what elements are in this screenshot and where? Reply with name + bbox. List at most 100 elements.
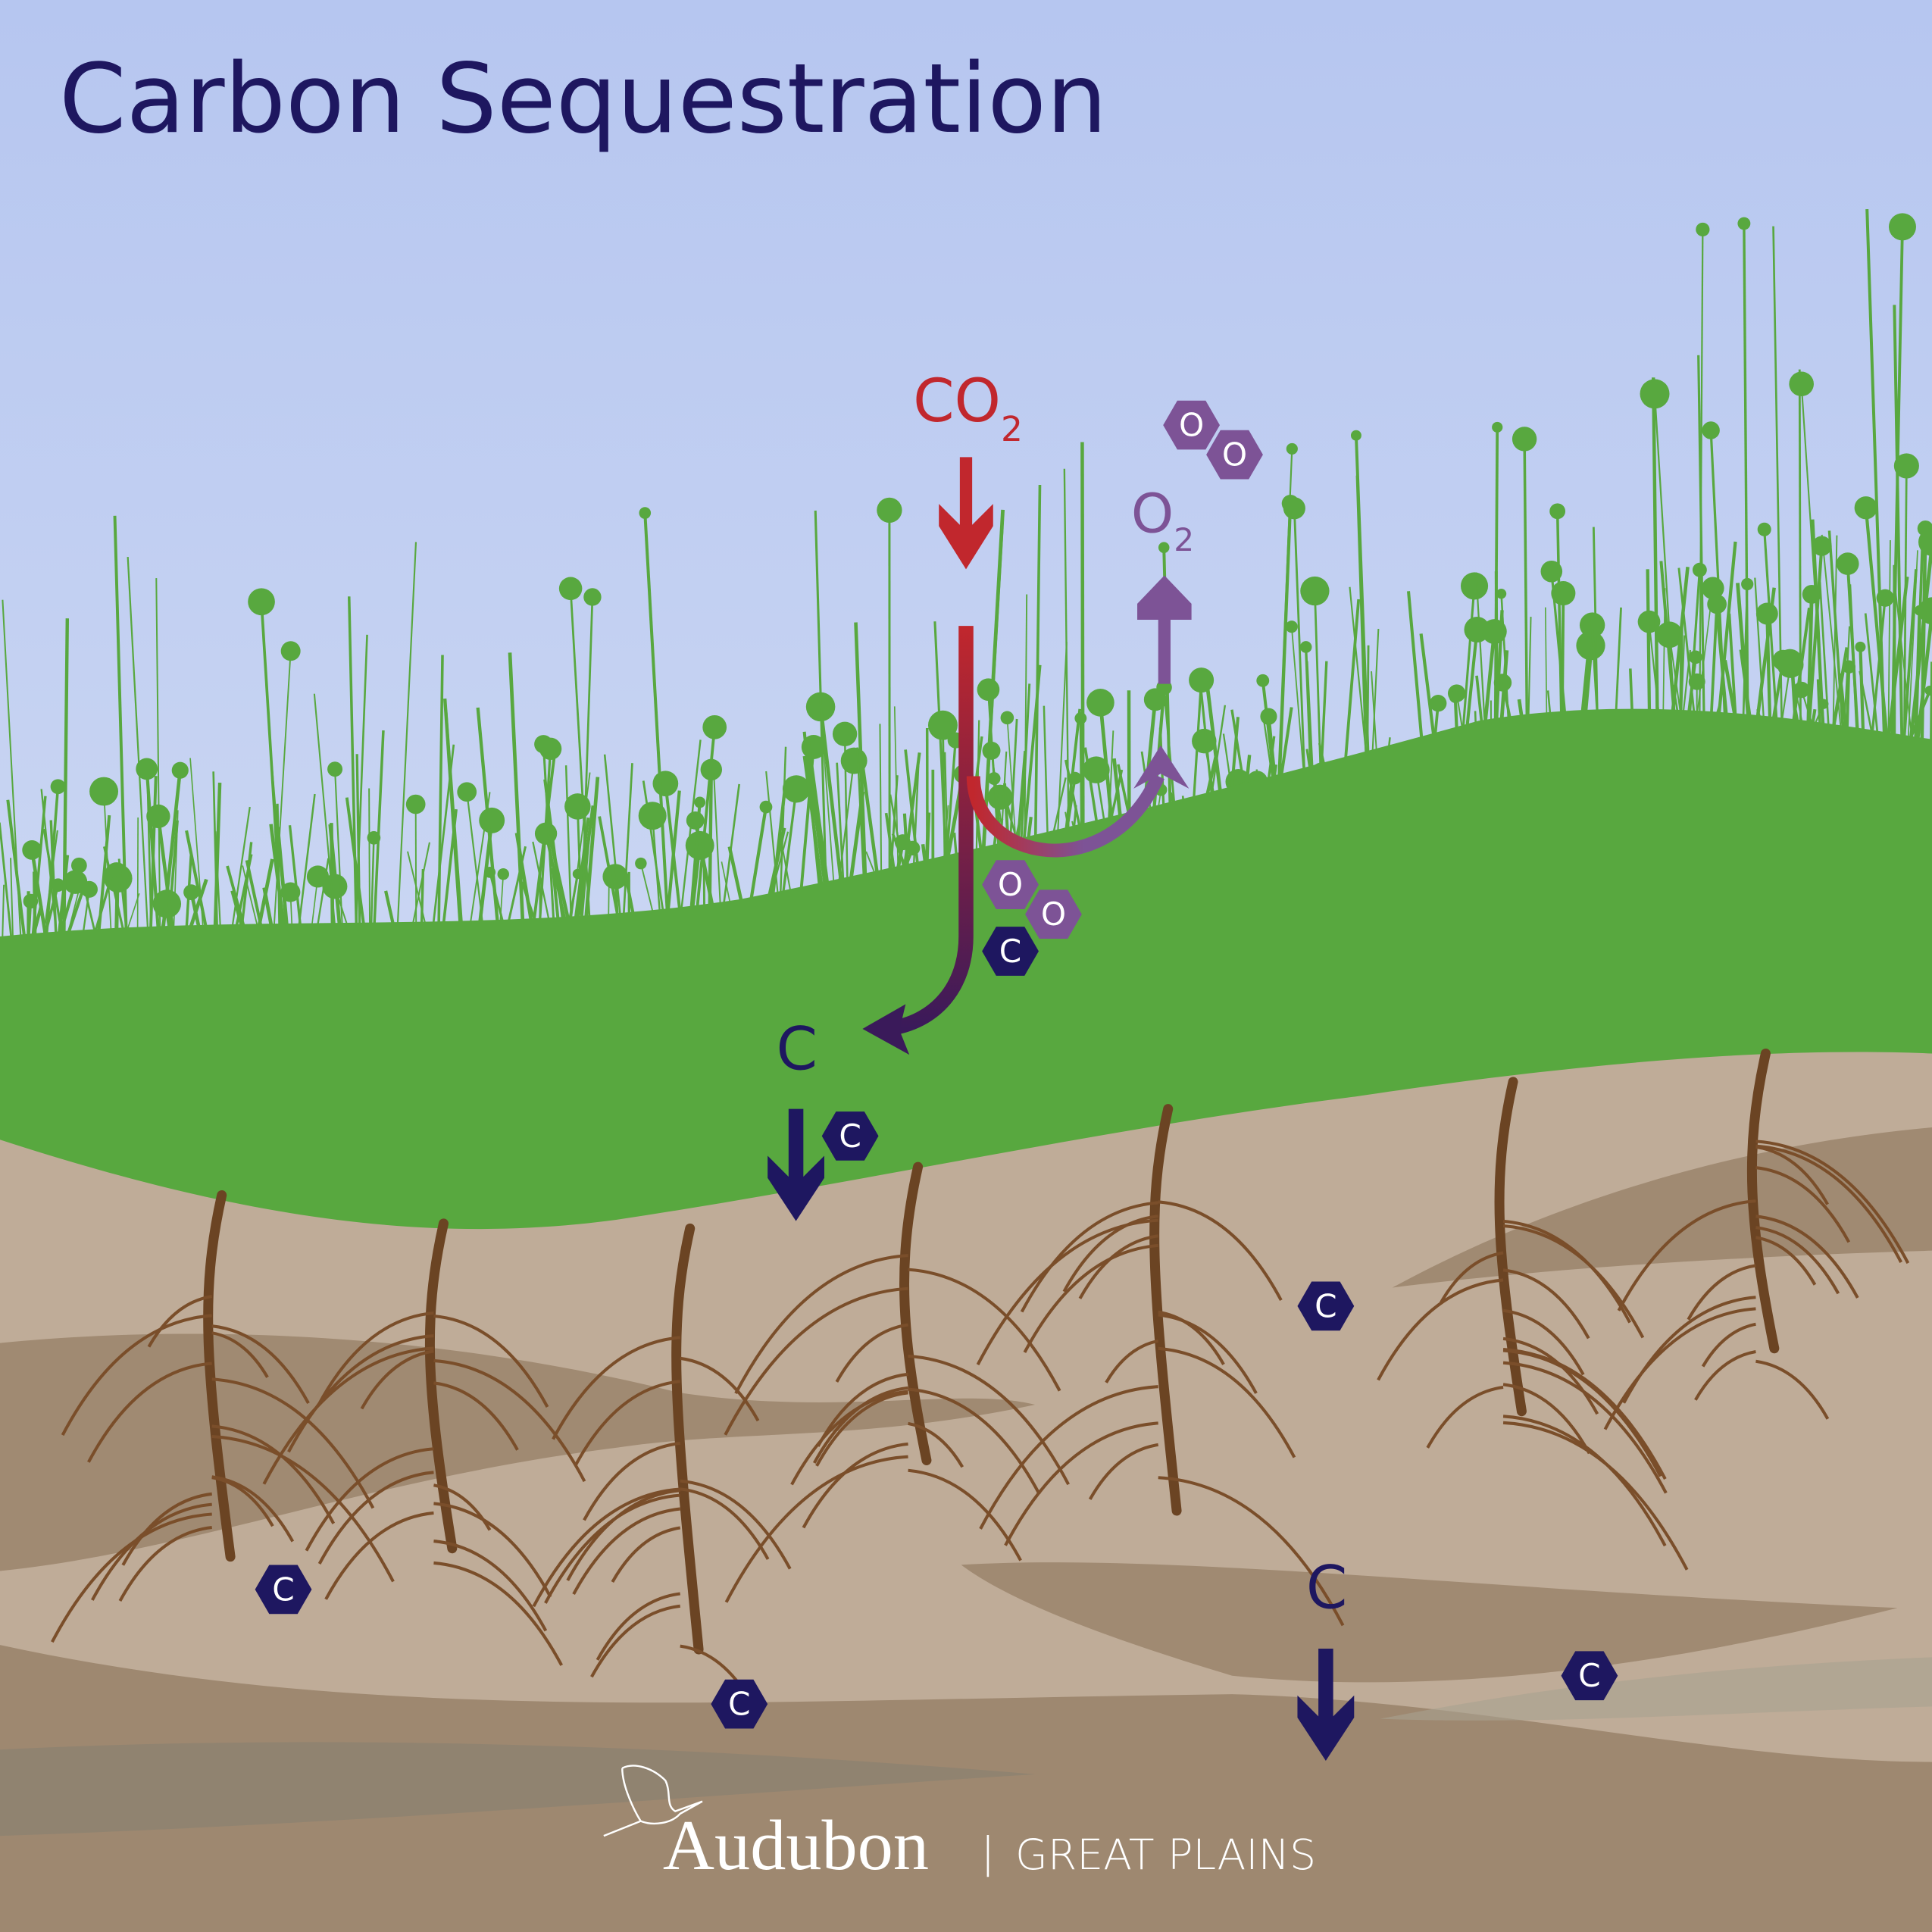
grass-blade bbox=[1821, 534, 1844, 754]
grass-blade bbox=[568, 772, 591, 933]
grass-blade bbox=[368, 788, 371, 943]
flower-head bbox=[367, 830, 381, 845]
root-branch bbox=[433, 1561, 564, 1666]
flower-head bbox=[479, 807, 505, 833]
flower-head bbox=[1741, 577, 1754, 591]
root-branch bbox=[976, 1218, 1158, 1366]
taproot bbox=[203, 1190, 236, 1562]
grass-blade bbox=[1886, 577, 1909, 747]
flower-head bbox=[1350, 430, 1361, 441]
root-branch bbox=[908, 1421, 964, 1468]
grass-blade bbox=[1846, 563, 1861, 751]
grass-blade bbox=[694, 727, 717, 927]
root-branch bbox=[574, 1380, 680, 1466]
flower-head bbox=[1707, 594, 1727, 614]
flower-head bbox=[1496, 589, 1507, 599]
grass-blade bbox=[508, 652, 526, 936]
root-branch bbox=[572, 1507, 680, 1596]
flower-head bbox=[1692, 562, 1707, 577]
hexagon-shape bbox=[255, 1565, 312, 1615]
root-branch bbox=[611, 1526, 681, 1583]
root-branch bbox=[87, 1361, 212, 1463]
carbon-arrowhead-icon bbox=[862, 1004, 910, 1055]
grass-blade bbox=[61, 618, 70, 958]
flower-head bbox=[80, 880, 98, 898]
hexagon-letter: O bbox=[998, 866, 1023, 903]
grass-blade bbox=[127, 557, 150, 954]
flower-head bbox=[146, 804, 170, 829]
grass-blade bbox=[113, 515, 129, 955]
flower-head bbox=[1449, 690, 1462, 703]
flower-head bbox=[1551, 580, 1576, 606]
root-branch bbox=[1502, 1336, 1599, 1415]
carbon-label-lower: C bbox=[1306, 1554, 1348, 1622]
flower-head bbox=[1924, 685, 1932, 696]
carbon-atom-hexagon: C bbox=[711, 1679, 768, 1729]
flower-head bbox=[1789, 371, 1814, 397]
flower-head bbox=[977, 678, 1000, 702]
flower-head bbox=[108, 868, 118, 878]
hexagon-shape bbox=[982, 860, 1039, 910]
flower-head bbox=[1189, 667, 1215, 693]
root-branch bbox=[121, 1492, 212, 1566]
flower-head bbox=[1512, 427, 1537, 452]
hexagon-letter: O bbox=[1041, 896, 1066, 933]
taproot bbox=[899, 1161, 932, 1465]
audubon-logo bbox=[603, 1765, 703, 1837]
root-branch bbox=[908, 1387, 1041, 1496]
root-branch bbox=[1755, 1166, 1851, 1243]
flower-head bbox=[534, 735, 553, 754]
grass-blade bbox=[1902, 569, 1918, 744]
grass-blade bbox=[1909, 542, 1932, 743]
root-branch bbox=[1158, 1476, 1345, 1627]
flower-head bbox=[982, 741, 1001, 760]
root-branch bbox=[1078, 1234, 1158, 1299]
flower-head bbox=[987, 784, 1013, 810]
root-branch bbox=[979, 1385, 1158, 1530]
carbon-soil-down-arrow-icon bbox=[1297, 1648, 1355, 1761]
root-branch bbox=[1426, 1386, 1504, 1449]
flower-head bbox=[1286, 442, 1298, 455]
carbon-down-arrow-icon bbox=[767, 1108, 824, 1221]
root-branch bbox=[1502, 1361, 1668, 1494]
flower-head bbox=[1086, 689, 1114, 717]
co2-label: CO2 bbox=[913, 367, 1023, 449]
logo-divider: | bbox=[981, 1829, 996, 1877]
flower-head bbox=[327, 761, 343, 777]
flower-head bbox=[686, 811, 705, 830]
flower-head bbox=[1893, 453, 1919, 479]
root-branch bbox=[532, 1487, 680, 1608]
hexagon-letter: C bbox=[1315, 1287, 1337, 1324]
root-branch bbox=[433, 1502, 552, 1598]
root-branch bbox=[680, 1479, 792, 1570]
flower-head bbox=[1068, 771, 1082, 785]
grass-blade bbox=[1865, 208, 1887, 747]
flower-head bbox=[1285, 621, 1298, 633]
root-branch bbox=[724, 1286, 908, 1436]
logo-name: Audubon bbox=[663, 1806, 929, 1885]
grass-blade bbox=[603, 754, 623, 930]
flower-head bbox=[171, 761, 189, 779]
flower-head bbox=[1854, 496, 1877, 520]
flower-head bbox=[1192, 728, 1217, 754]
flower-head bbox=[832, 721, 858, 747]
carbon-label-upper: C bbox=[777, 1016, 818, 1084]
taproot bbox=[424, 1218, 458, 1554]
soil-band bbox=[0, 1742, 1036, 1837]
hexagon-shape bbox=[1163, 400, 1221, 450]
flower-head bbox=[694, 796, 706, 808]
grass-blade bbox=[334, 769, 344, 944]
flower-head bbox=[1000, 711, 1014, 725]
root-branch bbox=[1755, 1226, 1840, 1295]
flower-head bbox=[1836, 552, 1859, 575]
root-branch bbox=[287, 1334, 434, 1453]
flower-head bbox=[1300, 576, 1330, 606]
oxygen-atom-hexagon: O bbox=[1206, 430, 1263, 480]
flower-head bbox=[639, 507, 652, 519]
grass-blade bbox=[1033, 484, 1042, 879]
root-branch bbox=[790, 1390, 908, 1486]
root-branch bbox=[1502, 1224, 1645, 1339]
flower-head bbox=[1855, 641, 1866, 652]
